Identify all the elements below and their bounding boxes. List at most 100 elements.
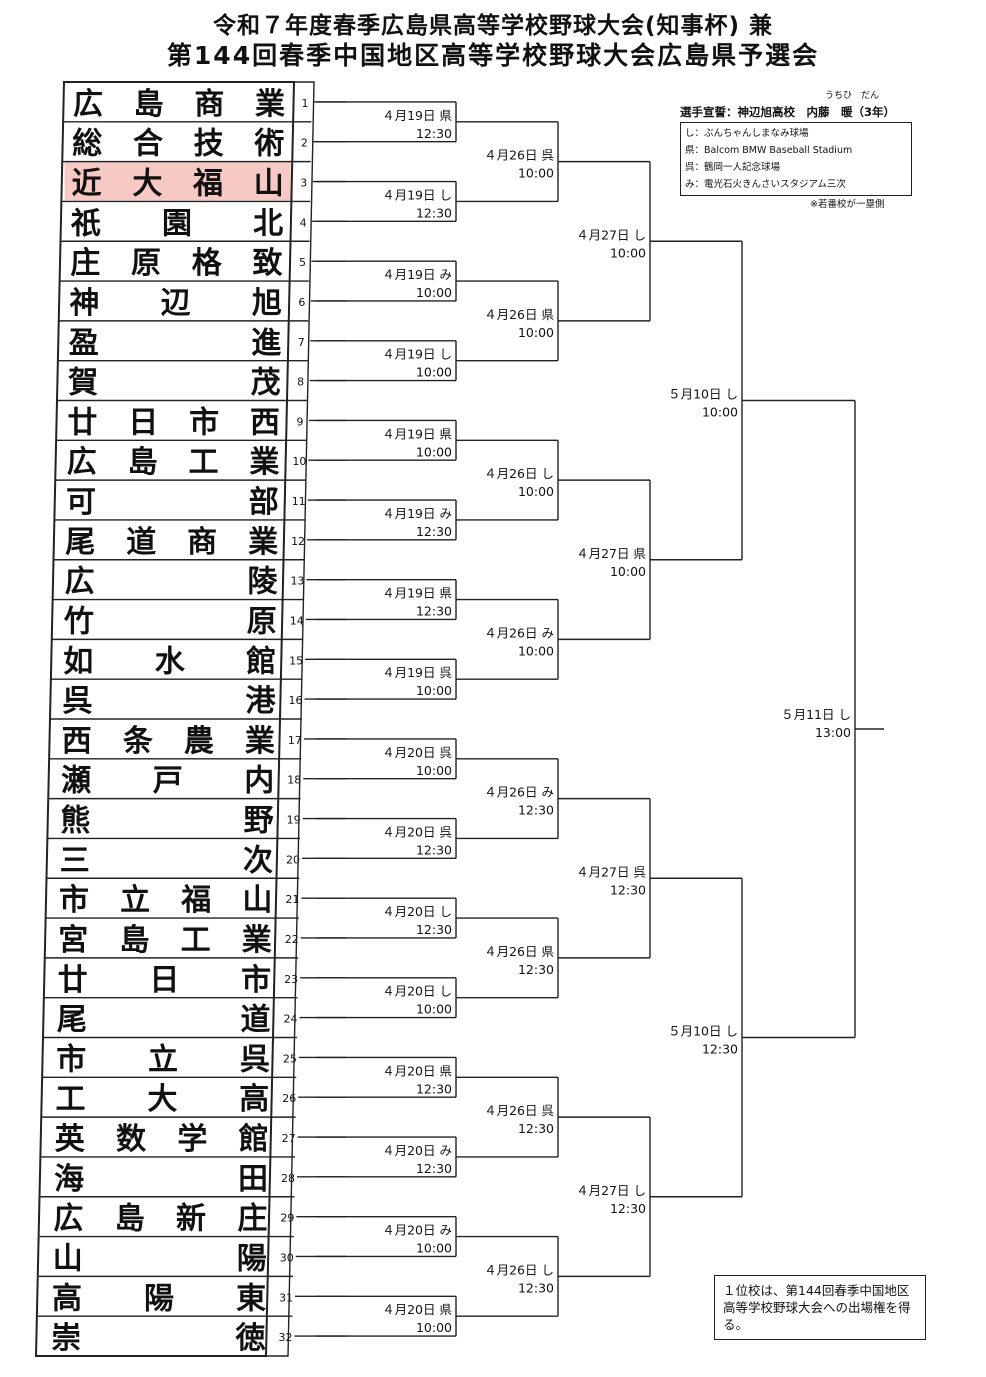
team-name-char: 市 [56, 1042, 86, 1077]
r1-date: ４月19日 県 [382, 108, 452, 123]
r2-time: 10:00 [518, 643, 554, 658]
r1-date: ４月19日 呉 [382, 665, 452, 680]
team-number: 23 [284, 973, 298, 986]
team-name-char: 広 [73, 87, 103, 122]
r1-time: 12:30 [416, 126, 452, 141]
final-date: ５月11日 し [781, 707, 851, 722]
team-name-char: 工 [188, 445, 218, 480]
team-name-char: 島 [119, 923, 149, 958]
r1-date: ４月20日 み [382, 1143, 452, 1158]
team-name-char: 業 [255, 87, 285, 122]
team-name-char: 日 [128, 405, 158, 440]
s-time: 10:00 [702, 405, 738, 420]
r1-date: ４月19日 県 [382, 426, 452, 441]
r2-time: 12:30 [518, 803, 554, 818]
r3-date: ４月27日 県 [576, 546, 646, 561]
r2-time: 12:30 [518, 1280, 554, 1295]
team-name-char: 術 [253, 127, 284, 162]
team-name-char: 島 [128, 445, 158, 480]
team-name-char: 賀 [68, 366, 98, 401]
team-name-char: 西 [250, 405, 280, 440]
s-time: 12:30 [702, 1042, 738, 1057]
team-name-char: 田 [238, 1162, 268, 1197]
r2-time: 10:00 [518, 166, 554, 181]
r1-time: 12:30 [416, 1081, 452, 1096]
team-number: 3 [300, 177, 307, 190]
team-name-char: 山 [242, 883, 272, 918]
team-number: 28 [281, 1172, 295, 1185]
team-number: 9 [296, 415, 303, 428]
team-name-char: 原 [131, 246, 161, 281]
r1-time: 10:00 [416, 1241, 452, 1256]
team-name-char: 野 [244, 804, 274, 839]
r1-time: 10:00 [416, 683, 452, 698]
r3-time: 10:00 [610, 245, 646, 260]
r1-date: ４月20日 県 [382, 1302, 452, 1317]
team-name-char: 祇 [71, 206, 101, 241]
team-name-char: 大 [132, 167, 162, 202]
team-name-char: 次 [243, 843, 273, 878]
team-number: 21 [285, 893, 299, 906]
team-number: 19 [287, 814, 301, 827]
team-number: 4 [300, 216, 307, 229]
r3-date: ４月27日 呉 [576, 864, 646, 879]
side-note: ※若番校が一塁側 [810, 199, 885, 210]
team-name-char: 致 [252, 246, 282, 281]
team-number: 13 [290, 575, 304, 588]
team-name-char: 陽 [237, 1241, 267, 1276]
team-name-char: 新 [176, 1202, 206, 1237]
r1-time: 12:30 [416, 1161, 452, 1176]
oath-ruby: うちひ だん [825, 91, 880, 101]
team-name-char: 庄 [70, 246, 100, 281]
team-name-char: 広 [65, 565, 95, 600]
team-name-char: 格 [192, 246, 223, 281]
s-date: ５月10日 し [668, 1024, 738, 1039]
r1-date: ４月20日 し [382, 904, 452, 919]
r1-time: 10:00 [416, 763, 452, 778]
team-name-char: 旭 [252, 286, 282, 321]
team-number: 26 [282, 1092, 296, 1105]
venue-legend-item: し：ぶんちゃんしまなみ球場 [685, 128, 809, 139]
team-name-char: 陵 [247, 565, 278, 600]
r1-time: 12:30 [416, 524, 452, 539]
r1-date: ４月20日 み [382, 1223, 452, 1238]
team-number: 7 [298, 336, 305, 349]
team-name-char: 水 [155, 644, 186, 679]
team-name-char: 広 [67, 445, 97, 480]
team-name-char: 尾 [57, 1003, 87, 1038]
r2-date: ４月26日 県 [484, 944, 554, 959]
r3-date: ４月27日 し [576, 1183, 646, 1198]
team-name-char: 数 [116, 1122, 147, 1157]
r1-date: ４月20日 呉 [382, 824, 452, 839]
r1-time: 12:30 [416, 842, 452, 857]
team-number: 17 [288, 734, 302, 747]
team-number: 32 [278, 1331, 292, 1344]
team-name-char: 茂 [251, 366, 281, 401]
team-name-char: 商 [187, 525, 217, 560]
team-name-char: 総 [72, 127, 102, 162]
team-number: 31 [279, 1291, 293, 1304]
s-date: ５月10日 し [668, 387, 738, 402]
team-name-char: 戸 [153, 764, 183, 799]
team-name-char: 館 [246, 644, 276, 679]
team-name-char: 合 [133, 127, 163, 162]
team-name-char: 工 [181, 923, 211, 958]
team-name-char: 工 [56, 1082, 86, 1117]
team-name-char: 島 [134, 87, 164, 122]
team-number: 30 [280, 1251, 294, 1264]
team-name-char: 立 [120, 883, 150, 918]
team-name-char: 竹 [64, 604, 94, 639]
team-name-char: 英 [55, 1122, 86, 1157]
team-name-char: 立 [148, 1042, 178, 1077]
team-name-char: 福 [180, 883, 211, 918]
team-name-char: 業 [248, 525, 278, 560]
team-name-char: 庄 [237, 1202, 267, 1237]
team-name-char: 日 [149, 963, 179, 998]
team-name-char: 尾 [65, 525, 95, 560]
team-name-char: 道 [241, 1003, 271, 1038]
team-name-char: 館 [239, 1122, 269, 1157]
team-name-char: 部 [249, 485, 279, 520]
r2-date: ４月26日 み [484, 785, 554, 800]
r1-date: ４月19日 し [382, 347, 452, 362]
